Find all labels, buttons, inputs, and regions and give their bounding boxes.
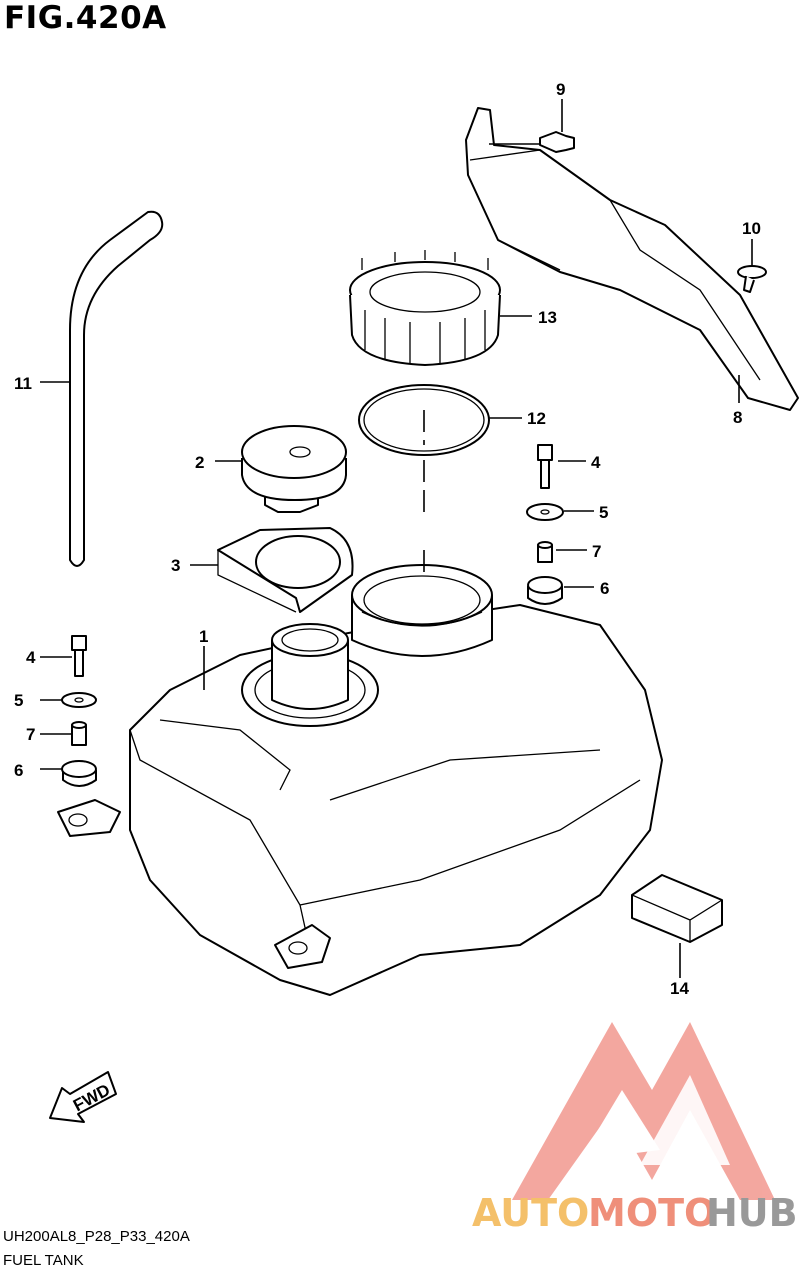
part-14-pad [631, 874, 723, 943]
callout-5-right: 5 [599, 503, 608, 522]
callout-7-left: 7 [26, 725, 35, 744]
callout-7-right: 7 [592, 542, 601, 561]
part-13-ring-nut [349, 250, 501, 366]
callout-3: 3 [171, 556, 180, 575]
part-11-hose [69, 210, 164, 567]
callout-14: 14 [670, 979, 689, 998]
callout-4-left: 4 [26, 648, 36, 667]
part-10-screw [737, 265, 767, 293]
callout-4-right: 4 [591, 453, 601, 472]
figure-code: UH200AL8_P28_P33_420A [3, 1228, 190, 1245]
part-6-grommet-left [61, 760, 97, 787]
callout-8: 8 [733, 408, 742, 427]
callout-1: 1 [199, 627, 208, 646]
part-2-fuel-cap [241, 425, 347, 513]
callout-labels: 1 2 3 4 4 5 5 6 6 7 7 8 9 10 11 12 13 14 [14, 80, 761, 998]
part-5-washer-right [526, 503, 564, 521]
part-4-bolt-right [537, 444, 553, 489]
part-7-collar-left [71, 721, 87, 746]
part-7-collar-right [537, 541, 553, 563]
figure-title: FIG.420A [4, 0, 167, 36]
part-9-clip [539, 131, 575, 153]
callout-11: 11 [14, 374, 32, 393]
part-1-fuel-tank [57, 564, 663, 996]
part-5-washer-left [61, 692, 97, 708]
watermark-word-moto: MOTO [588, 1191, 716, 1235]
callout-6-right: 6 [600, 579, 609, 598]
part-3-bracket [217, 527, 354, 613]
watermark-text: AUTO MOTO HUB [472, 1191, 798, 1235]
fwd-arrow-icon: FWD [49, 1071, 117, 1123]
callout-10: 10 [742, 219, 761, 238]
figure-caption: FUEL TANK [3, 1252, 84, 1269]
callout-5-left: 5 [14, 691, 23, 710]
leader-lines [40, 99, 753, 978]
watermark-logo [512, 1022, 775, 1200]
callout-9: 9 [556, 80, 565, 99]
watermark-word-auto: AUTO [472, 1191, 589, 1235]
callout-2: 2 [195, 453, 204, 472]
part-4-bolt-left [71, 635, 87, 677]
watermark-word-hub: HUB [706, 1191, 798, 1235]
callout-12: 12 [527, 409, 546, 428]
callout-13: 13 [538, 308, 557, 327]
callout-6-left: 6 [14, 761, 23, 780]
part-8-cover [465, 107, 799, 411]
part-6-grommet-right [527, 576, 563, 605]
